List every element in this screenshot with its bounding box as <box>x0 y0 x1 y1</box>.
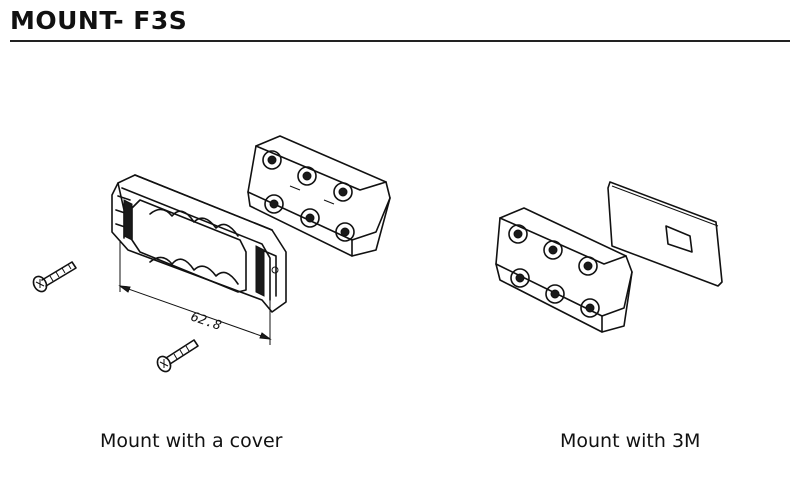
caption-mount-with-3m: Mount with 3M <box>560 430 701 452</box>
caption-mount-with-cover: Mount with a cover <box>100 430 283 452</box>
mount-3m-illustration <box>495 207 633 333</box>
dimension-line <box>118 240 272 345</box>
cover-plate-illustration <box>247 135 391 257</box>
3m-adhesive-pad <box>607 181 723 287</box>
screw-lower-icon <box>156 339 199 373</box>
title-divider <box>10 40 790 42</box>
page-title: MOUNT- F3S <box>10 6 188 35</box>
dimension-label: 62.8 <box>189 310 224 334</box>
screw-upper-icon <box>32 261 77 293</box>
mount-frame-illustration <box>111 174 287 313</box>
